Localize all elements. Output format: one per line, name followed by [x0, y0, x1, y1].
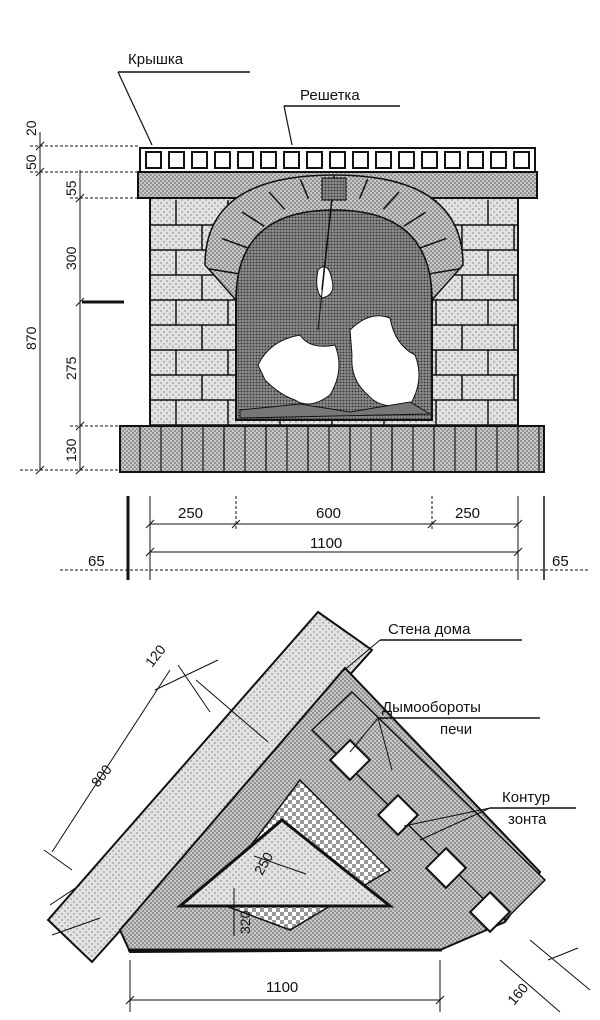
dim-250-left: 250	[178, 505, 203, 522]
firebox	[204, 174, 464, 421]
arch-joint	[241, 211, 265, 227]
grate-cell	[191, 151, 208, 169]
stove-flues-label-1: Дымообороты	[382, 699, 481, 716]
grate-cell	[421, 151, 438, 169]
arch-joint	[419, 237, 447, 249]
plan-dimensions	[43, 659, 591, 1013]
dim-55: 55	[63, 180, 79, 196]
stove-flues-label-2: печи	[440, 721, 472, 738]
flue-cell	[424, 846, 468, 890]
grate-cell	[490, 151, 507, 169]
hood-contour-label-2: зонта	[508, 811, 547, 828]
plan-dim-320: 320	[237, 910, 253, 934]
grate-cell	[444, 151, 461, 169]
dim-250-right: 250	[455, 505, 480, 522]
dim-130: 130	[63, 438, 79, 462]
arch-joint	[299, 179, 310, 199]
horizontal-dimensions	[60, 496, 590, 580]
dim-600: 600	[316, 505, 341, 522]
arch-joint	[208, 268, 240, 275]
grate-cell	[375, 151, 392, 169]
house-wall	[46, 610, 374, 964]
arch-joint	[268, 191, 286, 210]
dim-65-right: 65	[552, 553, 569, 570]
hood-contour-callout: Контур зонта	[403, 789, 576, 841]
stove-flues-callout: Дымообороты печи	[349, 699, 540, 771]
grate	[139, 147, 536, 173]
grate-cell	[260, 151, 277, 169]
arch-joint	[403, 211, 427, 227]
arch-joint	[382, 191, 400, 210]
dim-65-left: 65	[88, 553, 105, 570]
grate-cell	[306, 151, 323, 169]
grate-cell	[237, 151, 254, 169]
front-view: Крышка Решетка	[20, 51, 590, 580]
grate-cell	[283, 151, 300, 169]
dim-275: 275	[63, 356, 79, 380]
lid-callout: Крышка	[117, 51, 250, 146]
grate-cell	[145, 151, 162, 169]
dim-1100: 1100	[310, 535, 342, 552]
lid-label: Крышка	[128, 51, 184, 68]
plan-dim-120: 120	[142, 641, 169, 669]
house-wall-callout: Стена дома	[341, 621, 522, 673]
dim-300: 300	[63, 246, 79, 270]
plan-dim-1100: 1100	[266, 979, 298, 996]
hearth	[119, 425, 545, 473]
flue-cell	[468, 890, 512, 934]
flue-block	[310, 690, 547, 922]
grate-cell	[329, 151, 346, 169]
hood-contour	[175, 818, 395, 908]
grate-cell	[513, 151, 530, 169]
hood-contour-label-1: Контур	[502, 789, 550, 806]
arch-joint	[221, 237, 249, 249]
grate-cell	[168, 151, 185, 169]
grate-callout: Решетка	[283, 87, 400, 146]
dim-870: 870	[23, 326, 39, 350]
house-wall-label: Стена дома	[388, 621, 471, 638]
grate-label: Решетка	[300, 87, 360, 104]
arch-joint	[428, 268, 460, 275]
vertical-dimensions	[20, 132, 140, 475]
plan-dim-800: 800	[88, 761, 115, 789]
plan-view: Стена дома Дымообороты печи Контур зонта	[43, 610, 591, 1013]
grate-cell	[352, 151, 369, 169]
dim-20: 20	[23, 120, 39, 136]
grate-cell	[467, 151, 484, 169]
dim-50: 50	[23, 154, 39, 170]
arch-joint	[358, 179, 369, 199]
grate-cell	[214, 151, 231, 169]
flue-cell	[328, 738, 372, 782]
grate-cell	[398, 151, 415, 169]
